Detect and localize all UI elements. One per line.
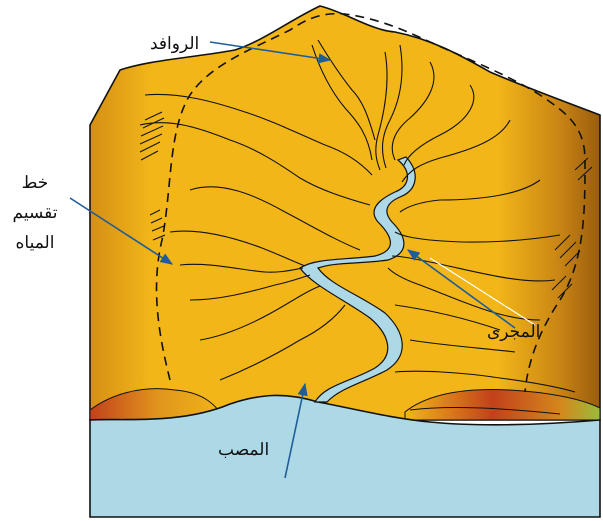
label-tributaries: الروافد <box>150 34 199 54</box>
label-mouth: المصب <box>218 440 269 460</box>
label-watershed-line3: المياه <box>4 228 66 258</box>
label-watershed: خط تقسيم المياه <box>4 168 66 258</box>
label-channel: المجرى <box>487 322 540 342</box>
label-watershed-line2: تقسيم <box>4 198 66 228</box>
label-watershed-line1: خط <box>4 168 66 198</box>
